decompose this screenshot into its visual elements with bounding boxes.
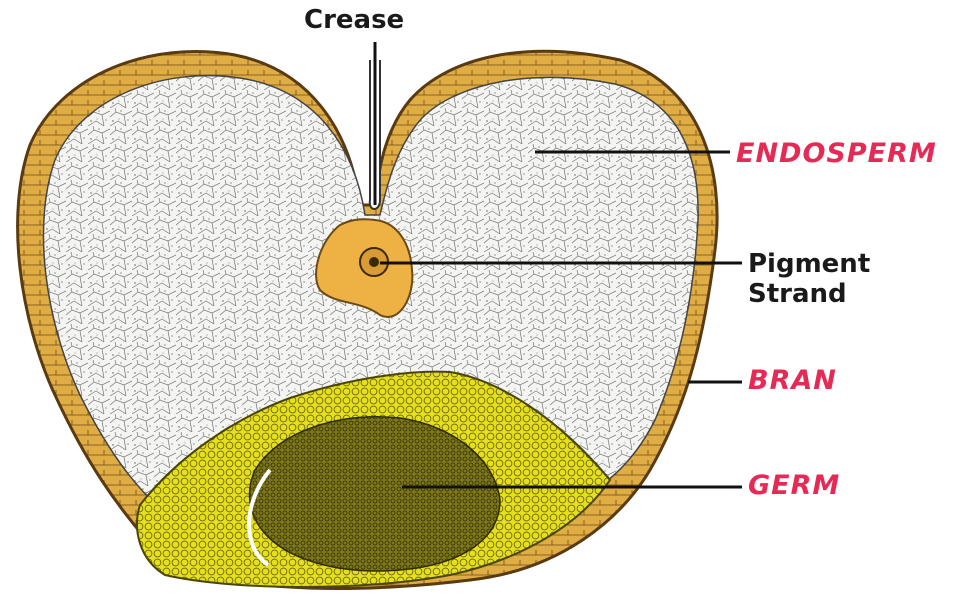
- pigment-label-line1: Pigment: [748, 250, 870, 280]
- germ-label: GERM: [748, 470, 840, 501]
- bran-label: BRAN: [748, 365, 837, 396]
- crease-label: Crease: [304, 6, 404, 36]
- pigment-label-line2: Strand: [748, 280, 870, 310]
- endosperm-label: ENDOSPERM: [736, 138, 937, 169]
- pigment-strand-center: [369, 257, 379, 267]
- pigment-strand-label: Pigment Strand: [748, 250, 870, 310]
